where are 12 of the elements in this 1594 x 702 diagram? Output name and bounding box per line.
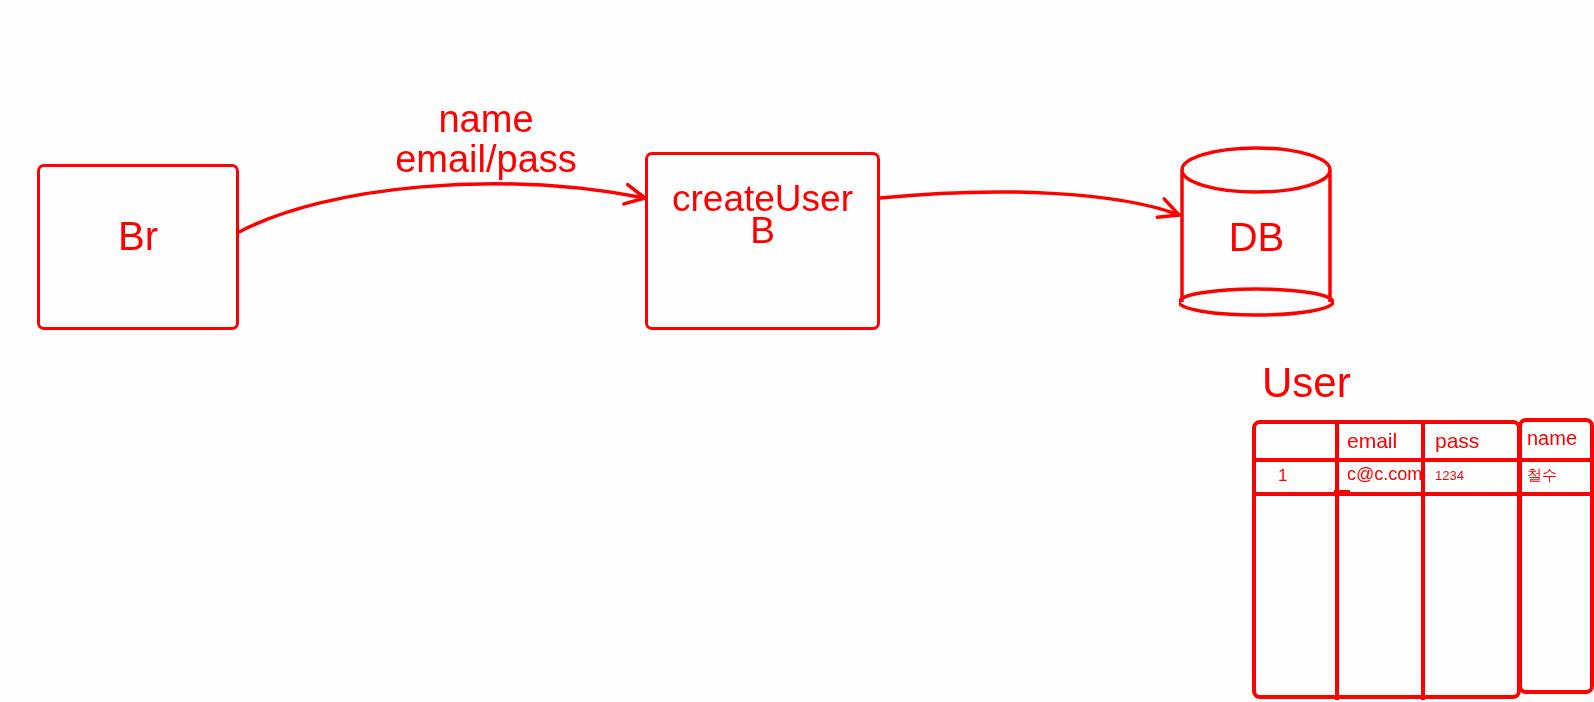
- table-cell: 1234: [1435, 469, 1464, 482]
- box-label: Br: [118, 214, 158, 258]
- table-cell: email: [1347, 430, 1398, 451]
- table-cell: c@c.com: [1347, 465, 1423, 483]
- table-cell: 1: [1278, 467, 1288, 484]
- table-cell: pass: [1435, 430, 1480, 451]
- arrow: [878, 190, 1181, 220]
- table-title: User: [1262, 362, 1351, 404]
- database-label: DB: [1227, 217, 1286, 257]
- box-label: B: [750, 210, 775, 251]
- arrow: [237, 182, 647, 234]
- table-cell: name: [1527, 428, 1578, 448]
